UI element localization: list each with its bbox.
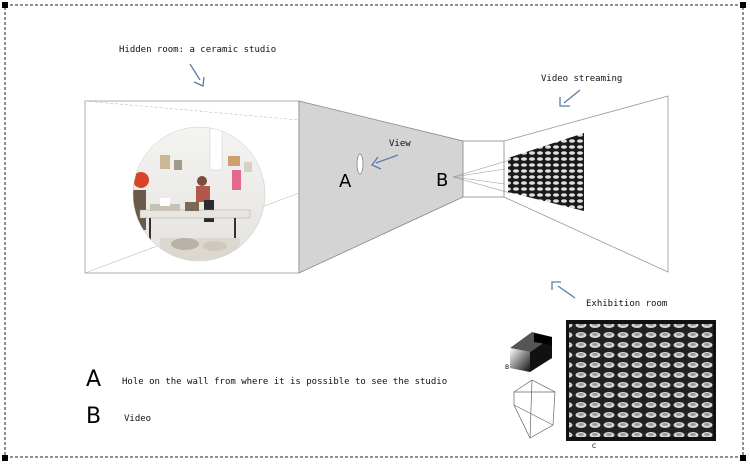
marker-c: C — [592, 443, 596, 450]
studio-photo — [133, 127, 265, 261]
legend-key-a: A — [86, 367, 101, 392]
label-view: View — [389, 139, 411, 149]
wireframe-box-icon — [513, 379, 556, 439]
exhibition-room — [503, 95, 669, 273]
legend-text-b: Video — [124, 414, 151, 424]
legend-key-b: B — [86, 404, 101, 429]
marker-a: A — [339, 171, 352, 192]
projection-cone — [452, 159, 511, 194]
lens-a-icon — [356, 153, 364, 175]
marker-b-small: B — [505, 364, 509, 371]
arrow-video-streaming-icon — [559, 89, 581, 107]
exhibition-photo — [566, 320, 716, 441]
legend: A Hole on the wall from where it is poss… — [86, 367, 447, 429]
label-hidden-room: Hidden room: a ceramic studio — [119, 45, 276, 55]
label-video-streaming: Video streaming — [541, 74, 622, 84]
opening-box — [462, 140, 505, 198]
cube-icon — [510, 332, 552, 372]
marker-b: B — [436, 170, 448, 191]
arrow-exhibition-room-icon — [551, 281, 576, 299]
arrow-view-icon — [370, 154, 399, 170]
label-exhibition-room: Exhibition room — [586, 299, 667, 309]
legend-text-a: Hole on the wall from where it is possib… — [122, 377, 447, 387]
projected-video — [508, 133, 584, 211]
arrow-hidden-room-icon — [189, 63, 205, 87]
